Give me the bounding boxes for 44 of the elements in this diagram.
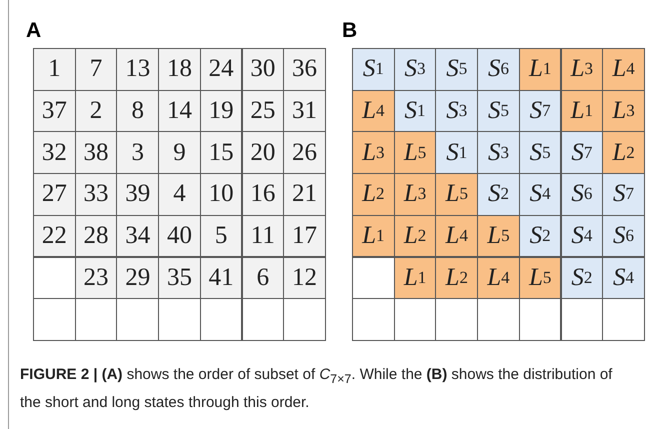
figure-caption: FIGURE 2 | (A) shows the order of subset of C$_{7×7}$. While the (B) shows the distribution of the short and long states through this order. — [20, 365, 614, 413]
panel-letter: A — [26, 20, 42, 42]
grid-cell: 31 — [283, 90, 326, 132]
grid-cell: 36 — [283, 48, 326, 91]
grid-cell: 13 — [116, 48, 160, 91]
grid-cell: 10 — [200, 173, 242, 216]
grid-cell: 37 — [33, 90, 76, 132]
grid-cell: 15 — [200, 131, 242, 174]
grid-cell: 4 — [158, 173, 201, 216]
grid-cell: 32 — [33, 131, 76, 174]
grid-cell: 29 — [116, 256, 160, 300]
grid-cell: 5 — [200, 214, 242, 258]
grid-cell: 17 — [283, 214, 326, 258]
grid-cell: 33 — [74, 173, 118, 216]
grid-cell: 24 — [200, 48, 242, 91]
grid-cell: 19 — [200, 90, 242, 132]
grid-cell: 25 — [242, 90, 284, 132]
grid-cell: 41 — [200, 256, 242, 300]
grid-cell: 34 — [116, 214, 160, 258]
grid-cell: 2 — [74, 90, 118, 132]
panel-letter: B — [342, 20, 358, 42]
grid-cell: 9 — [158, 131, 201, 174]
grid-cell: 28 — [74, 214, 118, 258]
grid-cell: 21 — [283, 173, 326, 216]
grid-cell: 27 — [33, 173, 76, 216]
grid-cell: 16 — [242, 173, 284, 216]
grid-cell: 8 — [116, 90, 160, 132]
grid-cell: 26 — [283, 131, 326, 174]
grid-cell: 22 — [33, 214, 76, 258]
grid-cell: 20 — [242, 131, 284, 174]
grid-cell: 30 — [242, 48, 284, 91]
grid-cell: 23 — [74, 256, 118, 300]
grid-cell: 7 — [74, 48, 118, 91]
grid-cell: 6 — [242, 256, 284, 300]
grid-cell: 14 — [158, 90, 201, 132]
grid-cell: 39 — [116, 173, 160, 216]
grid-cell: 40 — [158, 214, 201, 258]
grid-cell: 35 — [158, 256, 201, 300]
grid-cell: 38 — [74, 131, 118, 174]
grid-cell: 11 — [242, 214, 284, 258]
grid-cell: 12 — [283, 256, 326, 300]
grid-cell: 3 — [116, 131, 160, 174]
grid-cell: 1 — [33, 48, 76, 91]
grid-cell: 18 — [158, 48, 201, 91]
